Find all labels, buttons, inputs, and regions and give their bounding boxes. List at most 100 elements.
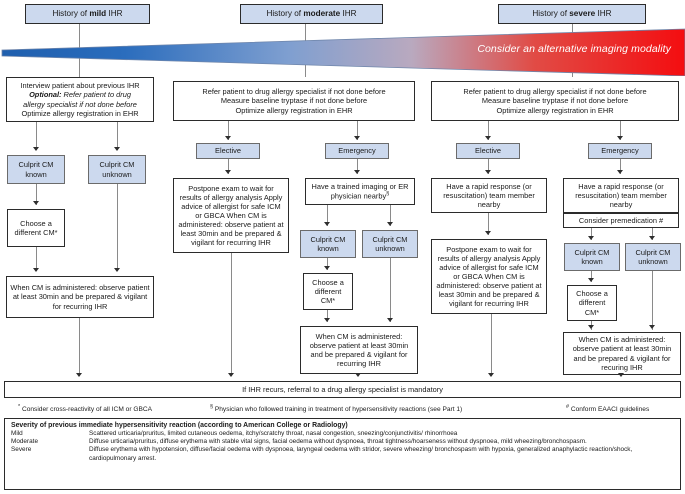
arrow-severe-elective [484, 136, 491, 140]
moderate-emergency-label: Emergency [338, 146, 376, 156]
connector-moderate-trained-known [327, 205, 329, 226]
severe-emergency-box: Emergency [588, 143, 652, 159]
severe-premedication-box: Consider premedication # [563, 213, 679, 228]
arrow-moderate-admin-left [323, 318, 330, 322]
severe-refer-label: Refer patient to drug allergy specialist… [463, 87, 647, 115]
connector-severe-premed-known [591, 228, 593, 240]
severe-culprit-unknown-box: Culprit CM unknown [625, 243, 681, 271]
severe-culprit-unknown-label: Culprit CM unknown [635, 247, 671, 266]
arrow-moderate-elective [224, 136, 231, 140]
severity-row-severe: Severe Diffuse erythema with hypotension… [11, 446, 674, 462]
arrow-moderate-known [323, 222, 330, 226]
footnote-section-text: Physician who followed training in treat… [214, 406, 463, 414]
severity-desc-severe: Diffuse erythema with hypotension, diffu… [89, 446, 633, 462]
mild-intake-line3: allergy specialist if not done before [23, 99, 137, 109]
footnote-section: § Physician who followed training in tre… [210, 404, 462, 413]
mild-intake-box: Interview patient about previous IHR Opt… [6, 77, 154, 122]
arrow-severe-unknown [648, 236, 655, 240]
severity-gradient-wedge: Consider an alternative imaging modality [0, 26, 685, 77]
connector-severe-known-choose [591, 271, 593, 282]
footnote-hash-mark: # [566, 404, 569, 410]
footnote-asterisk-text: Consider cross-reactivity of all ICM or … [21, 406, 153, 414]
connector-severe-elective-v [488, 121, 490, 140]
moderate-admin-label: When CM is administered: observe patient… [309, 331, 409, 369]
connector-moderate-known-choose [327, 258, 329, 270]
severe-elective-box: Elective [456, 143, 520, 159]
severe-rapid-elective-box: Have a rapid response (or resuscitation)… [431, 178, 547, 213]
severity-row-mild: Mild Scattered urticaria/pruritus, limit… [11, 430, 674, 438]
severity-table-title: Severity of previous immediate hypersens… [11, 422, 348, 429]
header-mild-suffix: IHR [106, 9, 123, 18]
moderate-choose-label: Choose a different CM* [312, 277, 344, 306]
moderate-emergency-box: Emergency [325, 143, 389, 159]
connector-severe-elective-rapid [488, 159, 490, 174]
mild-culprit-unknown-label: Culprit CM unknown [99, 160, 135, 179]
mild-intake-line1: Interview patient about previous IHR [20, 81, 140, 91]
connector-severe-postpone-recur [491, 314, 493, 376]
arrow-severe-postpone-recur [487, 373, 494, 377]
mild-culprit-known-box: Culprit CM known [7, 155, 65, 184]
severe-choose-label: Choose a different CM* [576, 289, 608, 317]
mild-intake-line2: Refer patient to drug [61, 90, 131, 100]
arrow-moderate-choose [323, 266, 330, 270]
moderate-refer-label: Refer patient to drug allergy specialist… [202, 87, 386, 115]
recur-note-label: If IHR recurs, referral to a drug allerg… [242, 385, 443, 394]
severity-grade-severe: Severe [11, 446, 32, 454]
connector-mild-choose-admin [36, 247, 38, 271]
moderate-choose-box: Choose a different CM* [303, 273, 353, 310]
header-mild-prefix: History of [52, 9, 90, 18]
wedge-label: Consider an alternative imaging modality [477, 43, 671, 55]
connector-moderate-elective-v [228, 121, 230, 140]
moderate-postpone-box: Postpone exam to wait for results of all… [173, 178, 289, 253]
mild-choose-box: Choose a different CM* [7, 209, 65, 247]
connector-severe-premed-unknown [652, 228, 654, 240]
severe-refer-box: Refer patient to drug allergy specialist… [431, 81, 679, 121]
arrow-mild-admin-left [32, 268, 39, 272]
moderate-trained-footnote-mark: § [386, 191, 390, 198]
moderate-culprit-unknown-box: Culprit CM unknown [362, 230, 418, 258]
severity-row-moderate: Moderate Diffuse urticaria/pruritus, dif… [11, 438, 674, 446]
severe-postpone-box: Postpone exam to wait for results of all… [431, 239, 547, 314]
connector-mild-split-v [36, 122, 38, 150]
moderate-trained-box: Have a trained imaging or ER physician n… [305, 178, 415, 205]
severe-premedication-label: Consider premedication # [578, 215, 664, 225]
arrow-moderate-admin-recur [354, 373, 361, 377]
header-moderate-suffix: IHR [340, 9, 357, 18]
mild-culprit-known-label: Culprit CM known [18, 160, 54, 179]
severity-grade-moderate: Moderate [11, 438, 38, 446]
header-box-mild: History of mild IHR [25, 4, 150, 24]
moderate-culprit-unknown-label: Culprit CM unknown [372, 234, 408, 253]
connector-moderate-postpone-recur [231, 253, 233, 376]
connector-moderate-choose-admin [327, 310, 329, 322]
mild-intake-line4: Optimize allergy registration in EHR [21, 108, 139, 118]
connector-moderate-emergency-trained [357, 159, 359, 174]
connector-mild-unknown-admin [117, 184, 119, 271]
header-box-severe: History of severe IHR [498, 4, 646, 24]
moderate-elective-label: Elective [215, 146, 241, 156]
moderate-elective-box: Elective [196, 143, 260, 159]
moderate-refer-box: Refer patient to drug allergy specialist… [173, 81, 415, 121]
arrow-mild-unknown [113, 147, 120, 151]
severe-culprit-known-box: Culprit CM known [564, 243, 620, 271]
arrow-moderate-trained [353, 170, 360, 174]
arrow-mild-choose [32, 201, 39, 205]
arrow-moderate-postpone [224, 170, 231, 174]
header-moderate-prefix: History of [266, 9, 304, 18]
arrow-severe-admin-left [587, 325, 594, 329]
severe-rapid-elective-label: Have a rapid response (or resuscitation)… [443, 181, 535, 210]
arrow-moderate-emergency [353, 136, 360, 140]
severe-emergency-label: Emergency [601, 146, 639, 156]
arrow-severe-choose [587, 278, 594, 282]
severe-rapid-emergency-label: Have a rapid response (or resuscitation)… [575, 181, 667, 210]
arrow-severe-known [587, 236, 594, 240]
footnote-section-mark: § [210, 404, 213, 410]
connector-mild-known-choose [36, 184, 38, 205]
connector-mild-admin-recur [79, 318, 81, 376]
connector-moderate-emergency-v [357, 121, 359, 140]
connector-severe-emergency-rapid [620, 159, 622, 174]
moderate-culprit-known-label: Culprit CM known [310, 234, 346, 253]
severity-table: Severity of previous immediate hypersens… [4, 418, 681, 490]
severe-rapid-emergency-box: Have a rapid response (or resuscitation)… [563, 178, 679, 213]
arrow-severe-rapid-emergency [616, 170, 623, 174]
